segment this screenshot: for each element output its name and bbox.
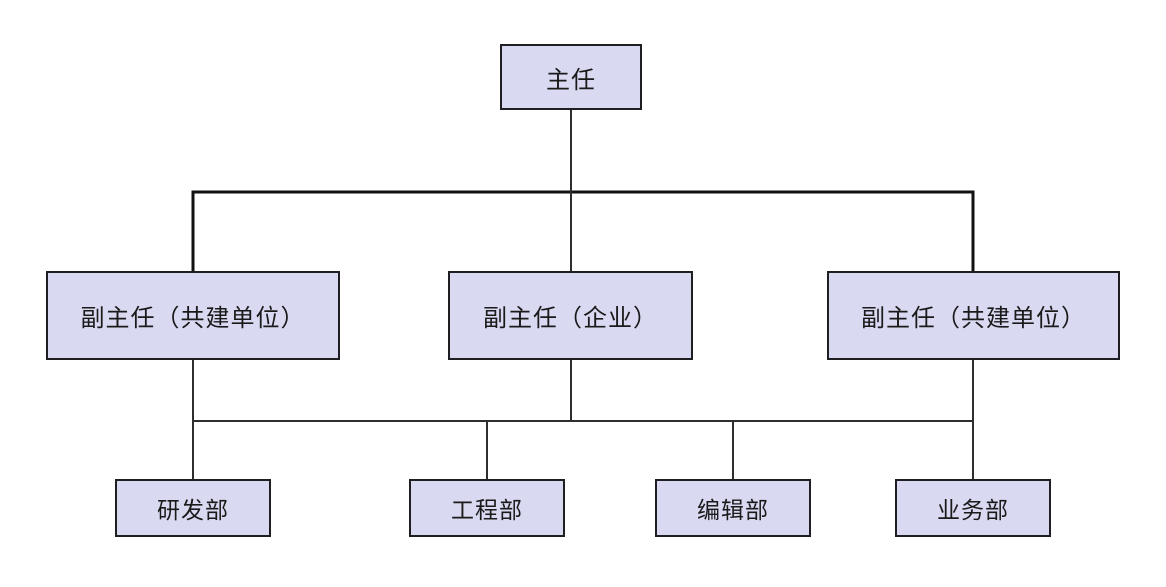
node-dept-business: 业务部 bbox=[895, 479, 1051, 537]
node-deputy-left: 副主任（共建单位） bbox=[46, 271, 340, 360]
node-deputy-center: 副主任（企业） bbox=[448, 271, 693, 360]
node-dept-editorial: 编辑部 bbox=[655, 479, 811, 537]
node-director: 主任 bbox=[500, 44, 642, 110]
node-deputy-right: 副主任（共建单位） bbox=[827, 271, 1120, 360]
node-dept-rd: 研发部 bbox=[115, 479, 271, 537]
connector-tier1-bracket bbox=[191, 190, 975, 271]
node-dept-engineering: 工程部 bbox=[409, 479, 565, 537]
